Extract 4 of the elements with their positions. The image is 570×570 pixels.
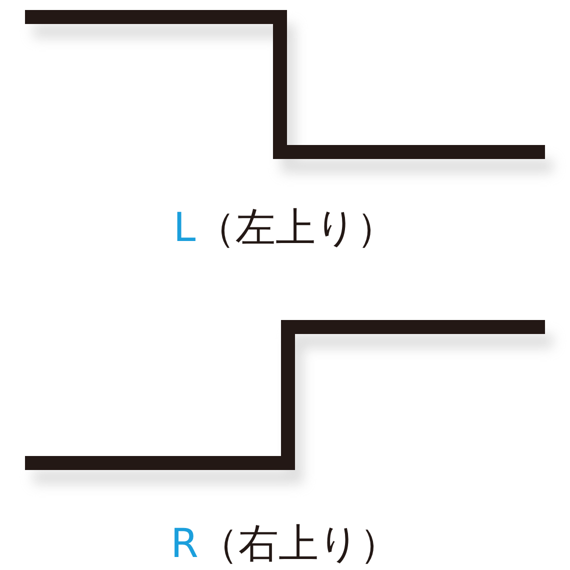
letter-label: R xyxy=(170,520,198,568)
letter-label: L xyxy=(173,204,196,252)
direction-label: （左上り） xyxy=(196,204,397,252)
direction-label: （右上り） xyxy=(198,520,400,568)
